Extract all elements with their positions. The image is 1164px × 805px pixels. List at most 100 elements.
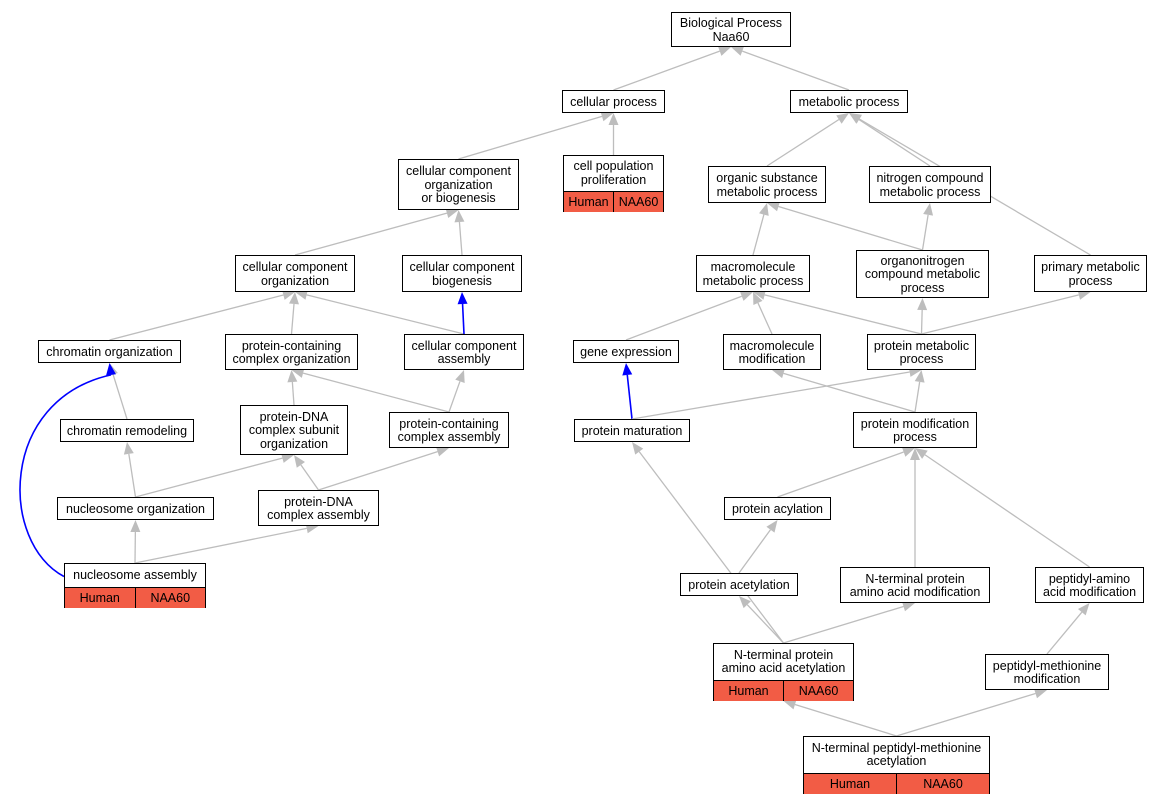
term-node-ntpma[interactable]: N-terminal peptidyl-methionine acetylati… [803,736,990,794]
arrowhead [454,210,465,223]
term-label: gene expression [580,344,672,359]
term-node-ntpaam[interactable]: N-terminal protein amino acid modificati… [840,567,990,603]
term-label: nucleosome assembly [73,567,197,582]
term-node-pmm[interactable]: peptidyl-methionine modification [985,654,1109,690]
annotation-species: Human [804,774,896,794]
term-node-pcco[interactable]: protein-containing complex organization [225,334,358,370]
arrowhead [294,455,305,468]
arrowhead [783,699,797,710]
term-node-ge[interactable]: gene expression [573,340,679,363]
arrowhead [600,111,614,122]
term-label: organic substance metabolic process [716,171,818,199]
edge-pcco-to-cco [289,292,299,335]
term-node-cco[interactable]: cellular component organization [235,255,355,292]
arrowhead [914,370,925,383]
arrowhead [1077,603,1090,616]
term-node-cp[interactable]: cellular process [562,90,665,113]
term-node-ncmp[interactable]: nitrogen compound metabolic process [869,166,991,203]
term-node-no[interactable]: nucleosome organization [57,497,214,520]
edge-ncmp-to-mp [849,113,931,167]
edge-cp-to-bp [613,46,731,91]
edge-pmm-to-paam [1046,603,1090,655]
edge-no-to-pdna [135,453,294,498]
term-label: cellular component organization [242,260,348,288]
arrowhead [917,298,928,311]
term-label: chromatin organization [46,344,173,359]
term-node-pm[interactable]: protein maturation [574,419,690,442]
term-label: primary metabolic process [1041,260,1140,288]
arrowhead [718,46,731,56]
term-label: N-terminal protein amino acid modificati… [849,571,981,599]
arrowhead [282,290,295,300]
arrowhead [457,292,468,305]
term-node-protmp[interactable]: protein metabolic process [867,334,976,370]
term-node-pace[interactable]: protein acetylation [680,573,798,596]
edge-protmp-to-ocmp [917,298,928,335]
edge-ge-to-mmp [625,291,753,341]
arrowhead [759,203,769,216]
edge-ccb-to-ccob [454,210,465,256]
term-node-ocmp[interactable]: organonitrogen compound metabolic proces… [856,250,989,298]
arrowhead [739,596,751,609]
term-label: N-terminal peptidyl-methionine acetylati… [811,740,982,768]
arrowhead [608,113,619,125]
term-label: protein-containing complex assembly [397,416,501,444]
arrowhead [289,292,299,305]
edge-ntpma-to-pmm [896,688,1047,737]
arrowhead [740,291,753,301]
term-node-cca[interactable]: cellular component assembly [404,334,524,370]
term-node-ccob[interactable]: cellular component organization or bioge… [398,159,519,210]
annotation-gene: NAA60 [613,192,663,212]
arrowhead [436,446,449,457]
term-node-paam[interactable]: peptidyl-amino acid modification [1035,567,1144,603]
edge-ntpaaa-to-pm [632,442,785,644]
term-node-pdnaa[interactable]: protein-DNA complex assembly [258,490,379,526]
term-node-pmod[interactable]: protein modification process [853,412,977,448]
edge-pdna-to-pcco [287,370,298,406]
arrowhead [281,453,294,463]
edge-protmp-to-mmp [753,290,922,335]
term-label: protein acylation [731,501,824,516]
term-label: cellular component organization or bioge… [406,164,511,206]
term-node-pdna[interactable]: protein-DNA complex subunit organization [240,405,348,455]
arrowhead [902,601,915,612]
edge-na-to-pdnaa [134,523,319,564]
annotation-gene: NAA60 [783,681,853,701]
term-node-ccb[interactable]: cellular component biogenesis [402,255,522,292]
term-label: protein metabolic process [873,338,970,366]
edge-pm-to-ge [622,363,633,420]
term-node-pmp[interactable]: primary metabolic process [1034,255,1147,292]
edge-na-to-chro [19,363,116,578]
term-node-osmp[interactable]: organic substance metabolic process [708,166,826,203]
arrowhead [923,203,934,216]
arrowhead [836,113,849,124]
term-node-mmp[interactable]: macromolecule metabolic process [696,255,810,292]
edge-mm-to-mmp [753,292,773,335]
term-label: protein-DNA complex subunit organization [248,409,340,451]
term-node-ntpaaa[interactable]: N-terminal protein amino acid acetylatio… [713,643,854,701]
term-node-bp[interactable]: Biological Process Naa60 [671,12,791,47]
term-node-mm[interactable]: macromolecule modification [723,334,821,370]
arrowhead [753,290,766,300]
term-label: protein-containing complex organization [232,338,351,366]
arrowhead [130,520,141,533]
edge-pdnaa-to-pdna [294,455,320,491]
term-node-mp[interactable]: metabolic process [790,90,908,113]
edge-ntpma-to-ntpaaa [783,699,897,737]
arrowhead [731,46,744,56]
arrowhead [767,201,780,212]
term-label: macromolecule metabolic process [702,260,804,288]
term-node-chro[interactable]: chromatin organization [38,340,181,363]
term-label: nucleosome organization [66,501,205,516]
term-node-pacy[interactable]: protein acylation [724,497,831,520]
term-node-chrr[interactable]: chromatin remodeling [60,419,194,442]
term-label: cell population proliferation [573,159,654,187]
term-node-pcca[interactable]: protein-containing complex assembly [389,412,509,448]
arrowhead [849,113,862,124]
edge-pcca-to-pcco [291,368,450,413]
edge-ccob-to-cp [458,111,614,160]
